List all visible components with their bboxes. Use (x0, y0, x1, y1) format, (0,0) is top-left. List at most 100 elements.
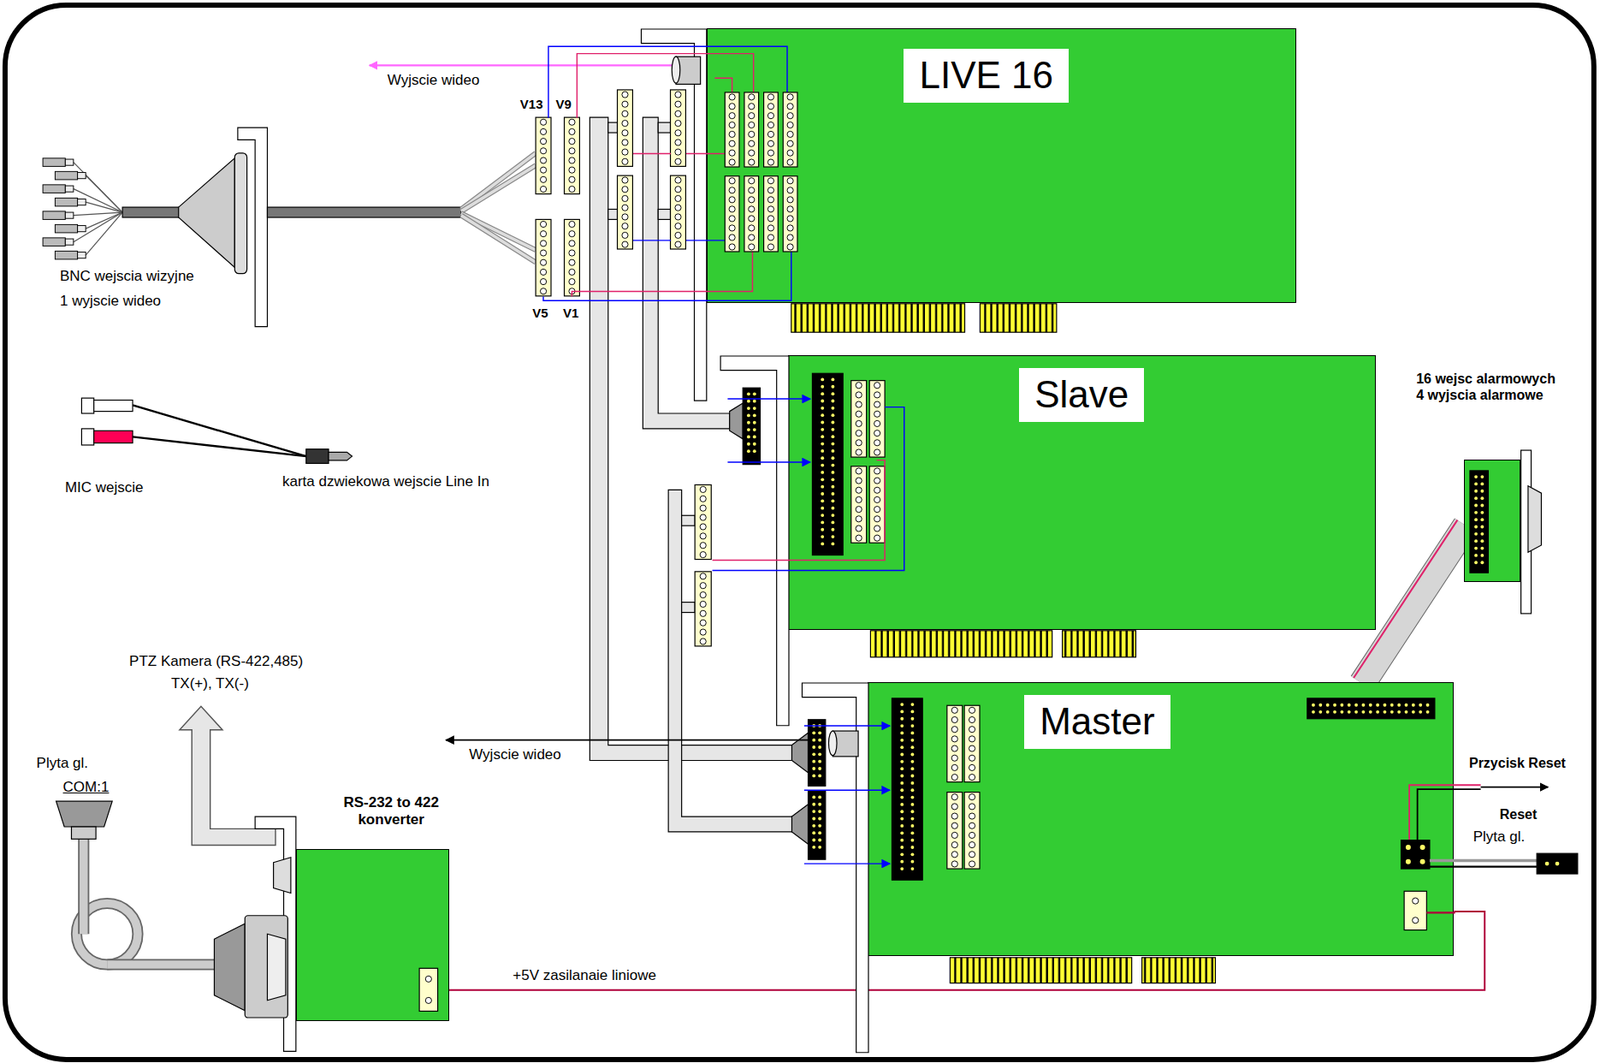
pin (910, 716, 914, 720)
pin (746, 406, 751, 410)
pin (699, 504, 706, 511)
rca-plug (81, 428, 94, 445)
pin (748, 159, 755, 166)
pin (951, 860, 958, 867)
pin (787, 187, 794, 194)
pin (910, 745, 914, 749)
pin (675, 120, 682, 127)
pin (900, 802, 904, 806)
pin (768, 177, 775, 184)
pin-header (783, 92, 799, 167)
pin (768, 225, 775, 232)
pin (699, 514, 706, 521)
bnc-connector (42, 237, 66, 247)
pin (900, 723, 904, 728)
pin (910, 723, 914, 728)
pin (1397, 710, 1401, 714)
pin (951, 725, 958, 732)
pin (622, 100, 629, 107)
pin (900, 816, 904, 820)
pin-header (419, 968, 438, 1012)
pin (539, 288, 546, 295)
pin (811, 730, 816, 735)
pin (855, 449, 862, 456)
pin (910, 730, 914, 735)
pin (900, 823, 904, 828)
label: TX(+), TX(-) (169, 675, 251, 693)
pin (1481, 496, 1485, 500)
signal-arrow (727, 461, 811, 463)
pin-header (670, 175, 687, 249)
wire (1426, 911, 1455, 913)
pin (1390, 703, 1394, 707)
dsub-connector (234, 153, 247, 274)
pin (752, 442, 757, 446)
pin-header (964, 705, 980, 782)
ribbon-cable (681, 515, 696, 526)
pin (830, 385, 835, 389)
bnc-connector (54, 197, 78, 207)
pin (622, 186, 629, 193)
pin (855, 525, 862, 532)
pin (968, 812, 975, 819)
pin (748, 112, 755, 119)
label: Wyjscie wideo (385, 71, 482, 89)
pin (699, 591, 706, 598)
pin (1339, 703, 1344, 707)
pin (787, 141, 794, 148)
pin (900, 830, 904, 835)
pin (699, 573, 706, 580)
cable (122, 207, 180, 218)
pin (910, 845, 914, 849)
pin (1318, 710, 1322, 714)
pin (830, 477, 835, 481)
pin (811, 845, 816, 849)
pin (817, 845, 822, 849)
pin (855, 401, 862, 408)
label: BNC wejscia wizyjne (58, 267, 196, 285)
slave-card: Slave (788, 355, 1376, 630)
pin (699, 533, 706, 540)
pin (830, 427, 835, 432)
pin (900, 837, 904, 842)
label: V1 (561, 305, 581, 321)
pin (855, 430, 862, 437)
pin (539, 128, 546, 135)
pin (729, 149, 736, 156)
pin (820, 463, 824, 468)
ribbon-cable (608, 208, 618, 220)
bnc-lead (73, 212, 123, 216)
card-art (296, 849, 298, 851)
pin (900, 752, 904, 756)
pin (968, 850, 975, 857)
pin-header (564, 117, 581, 194)
pin (968, 831, 975, 838)
pin-header (535, 117, 552, 194)
pin (568, 157, 575, 164)
converter-card: RS-232 to 422 konverter (296, 848, 450, 1020)
pin (1404, 710, 1408, 714)
cable-branch (461, 213, 536, 250)
pin-header (725, 176, 741, 252)
pin (1311, 710, 1316, 714)
pin (729, 196, 736, 203)
wire (548, 47, 788, 119)
pin-header (744, 92, 759, 167)
pin (873, 525, 880, 532)
pin (748, 141, 755, 148)
label: Wyjscie wideo (467, 746, 563, 764)
pin (1481, 553, 1485, 558)
pin (752, 435, 757, 439)
pin (820, 470, 824, 475)
pin-header (869, 466, 885, 543)
pin (729, 103, 736, 110)
pin (817, 795, 822, 800)
pin (622, 223, 629, 230)
pin (1481, 560, 1485, 564)
pin (951, 822, 958, 829)
pin (830, 534, 835, 539)
bnc-connector (77, 225, 87, 232)
bnc-connector (65, 159, 74, 166)
pin (748, 206, 755, 213)
layout (5, 5, 1595, 1060)
